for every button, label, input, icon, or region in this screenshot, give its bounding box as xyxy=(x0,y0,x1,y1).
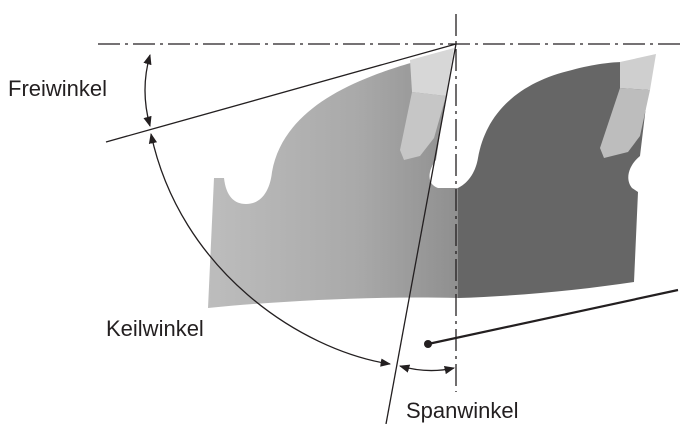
rake-angle-arc xyxy=(398,364,456,375)
leader-line xyxy=(427,288,679,346)
right-tooth-body xyxy=(458,56,652,298)
rake-face-line xyxy=(385,43,457,424)
wedge-angle-label: Keilwinkel xyxy=(106,316,204,341)
right-tooth-tip-lower xyxy=(600,88,650,158)
construction-lines xyxy=(105,43,679,424)
angle-arcs xyxy=(143,53,456,375)
reference-lines xyxy=(98,14,681,392)
leader-dot xyxy=(424,340,432,348)
rake-angle-label: Spanwinkel xyxy=(406,398,519,423)
clearance-angle-label: Freiwinkel xyxy=(8,76,107,101)
wedge-angle-arc xyxy=(148,132,392,367)
clearance-flank-line xyxy=(105,43,457,143)
left-tooth-tip-lower xyxy=(400,92,446,160)
clearance-angle-arc xyxy=(143,53,152,128)
right-tooth-tip xyxy=(620,54,656,90)
saw-blade xyxy=(208,48,656,308)
left-tooth-tip xyxy=(410,48,454,96)
